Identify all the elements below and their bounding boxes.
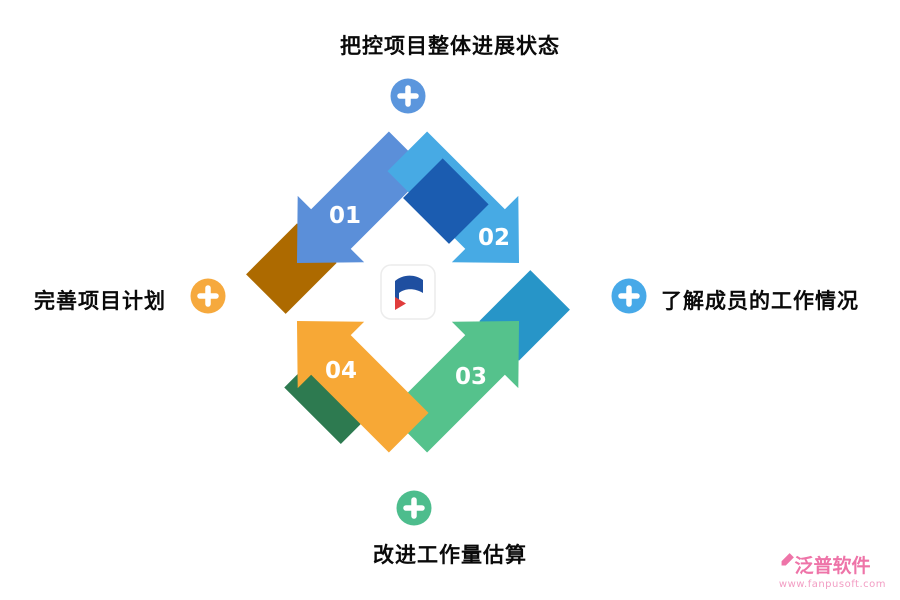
label-left: 完善项目计划 (34, 289, 166, 313)
plus-icon-left (190, 278, 226, 314)
watermark-brand-row: 泛普软件 (779, 551, 886, 578)
arrow-step-04 (296, 320, 429, 453)
fanpu-logo-mark-red (395, 297, 406, 310)
ribbon-fold-top-vertex (403, 158, 489, 244)
label-top: 把控项目整体进展状态 (340, 34, 560, 58)
plus-icon-right (611, 278, 647, 314)
label-right: 了解成员的工作情况 (661, 289, 859, 313)
fanpu-logo-mark-blue (395, 275, 423, 304)
step-number-01: 01 (329, 203, 361, 229)
plus-icon-top (390, 78, 426, 114)
center-logo-tile (380, 264, 436, 320)
watermark: 泛普软件 www.fanpusoft.com (779, 551, 886, 590)
pen-icon (781, 553, 794, 566)
watermark-brand: 泛普软件 (794, 555, 871, 577)
step-number-04: 04 (325, 358, 357, 384)
watermark-url: www.fanpusoft.com (778, 579, 886, 590)
plus-icon-bottom (396, 490, 432, 526)
step-number-02: 02 (478, 225, 510, 251)
step-number-03: 03 (455, 364, 487, 390)
label-bottom: 改进工作量估算 (373, 543, 527, 567)
